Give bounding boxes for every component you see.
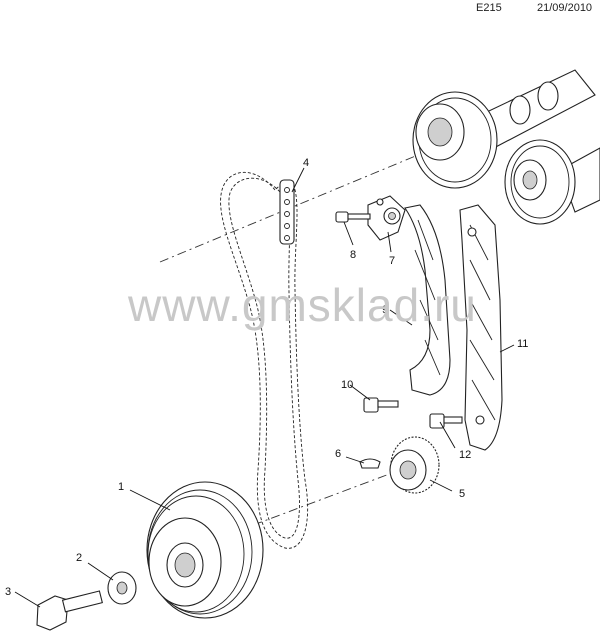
callout-1: 1 (118, 481, 124, 493)
bolt-12 (429, 413, 463, 429)
callout-12: 12 (459, 449, 471, 461)
diagram-code: E215 (476, 2, 502, 14)
chain-segment-4 (279, 179, 295, 245)
camshaft-intake (504, 139, 600, 225)
woodruff-key (359, 458, 381, 469)
washer (107, 571, 137, 605)
crankshaft-pulley (146, 481, 264, 619)
crankshaft-sprocket (389, 436, 440, 494)
callout-8: 8 (350, 249, 356, 261)
callout-7: 7 (389, 255, 395, 267)
callout-5: 5 (459, 488, 465, 500)
chain-tensioner (367, 195, 406, 241)
callout-2: 2 (76, 552, 82, 564)
callout-3: 3 (5, 586, 11, 598)
callout-6: 6 (335, 448, 341, 460)
tensioner-rail (404, 204, 451, 396)
bolt-10 (363, 397, 399, 413)
callout-4: 4 (303, 157, 309, 169)
crankshaft-axis-line (199, 469, 401, 546)
guide-rail (459, 204, 503, 451)
callout-9: 9 (382, 304, 388, 316)
camshaft-axis-line (159, 149, 431, 263)
camshaft-exhaust (412, 69, 596, 189)
watermark: www.gmsklad.ru (128, 279, 477, 331)
diagram-date: 21/09/2010 (537, 2, 593, 14)
callout-10: 10 (341, 379, 353, 391)
bolt-8 (335, 211, 371, 223)
callout-11: 11 (517, 338, 528, 350)
pulley-bolt (36, 590, 103, 631)
timing-chain (220, 171, 308, 549)
